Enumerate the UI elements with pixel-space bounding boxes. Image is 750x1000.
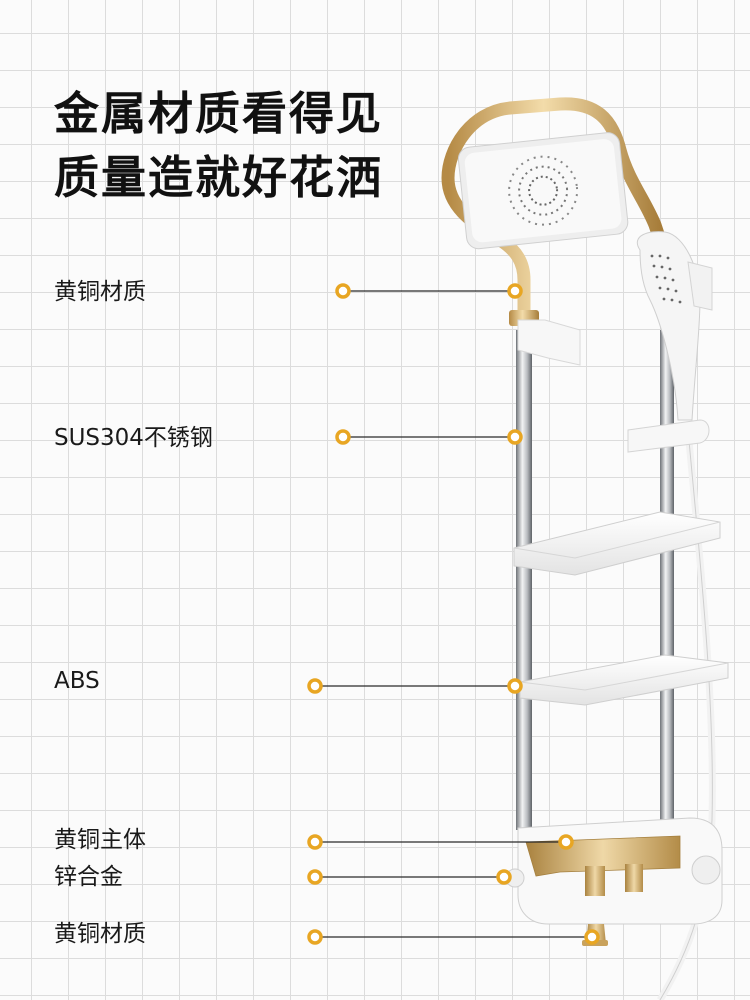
callout-dot	[307, 869, 323, 885]
callout-brass-body	[307, 834, 574, 850]
shelf-upper	[513, 511, 721, 576]
callout-brass-bottom	[307, 929, 600, 945]
label-zinc: 锌合金	[54, 864, 123, 890]
label-abs: ABS	[54, 668, 100, 694]
label-brass-top: 黄铜材质	[54, 279, 146, 305]
rain-shower-head	[457, 132, 629, 250]
callout-steel	[335, 429, 523, 445]
callout-brass-top	[335, 283, 523, 299]
callout-dot	[507, 429, 523, 445]
callout-dot	[496, 869, 512, 885]
callout-dot	[335, 429, 351, 445]
callout-dot	[507, 678, 523, 694]
callout-dot	[307, 929, 323, 945]
shelf-lower	[519, 654, 729, 706]
callout-dot	[335, 283, 351, 299]
handheld-holder	[627, 419, 710, 453]
valve-body	[505, 817, 723, 946]
headline-line-1: 金属材质看得见	[54, 87, 384, 140]
callout-dot	[558, 834, 574, 850]
handheld-shower	[637, 231, 713, 421]
upper-bracket	[517, 319, 581, 366]
callout-dot	[507, 283, 523, 299]
headline-line-2: 质量造就好花洒	[54, 151, 384, 204]
label-brass-body: 黄铜主体	[54, 827, 146, 853]
label-steel: SUS304不锈钢	[54, 425, 213, 451]
right-pipe	[660, 330, 674, 830]
callout-dot	[307, 834, 323, 850]
callout-dot	[584, 929, 600, 945]
callout-dot	[307, 678, 323, 694]
callout-abs	[307, 678, 523, 694]
steel-pipe	[516, 330, 532, 830]
callout-zinc	[307, 869, 512, 885]
headline: 金属材质看得见 质量造就好花洒	[54, 82, 383, 210]
label-brass-bottom: 黄铜材质	[54, 921, 146, 947]
